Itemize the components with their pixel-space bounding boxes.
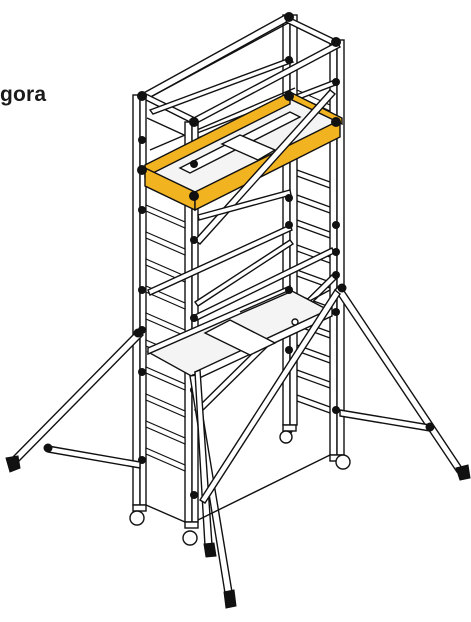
castor-wheels [129,424,351,546]
frame-clamps [137,12,341,499]
upper-struts [147,224,335,321]
toe-board-deck [143,90,343,212]
outrigger-left-front [11,329,144,469]
outrigger-feet [5,283,471,609]
outrigger-diagonal-right [199,288,341,504]
diagram-caption: gora [0,83,47,106]
outrigger-right-back [334,283,463,474]
middle-platform [146,284,334,382]
base-rail [145,454,331,523]
